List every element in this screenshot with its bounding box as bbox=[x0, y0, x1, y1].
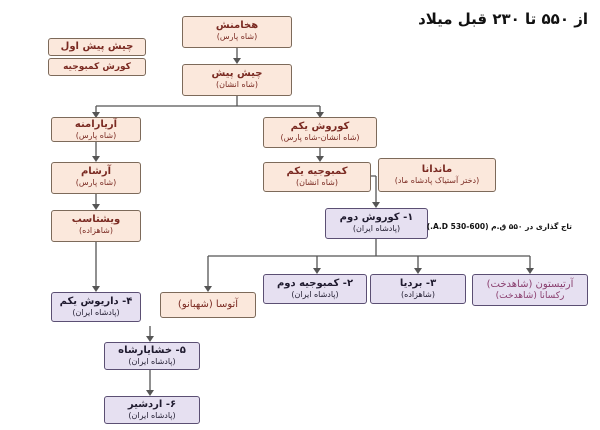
node-achaemenes-name: هخامنش bbox=[215, 20, 259, 31]
node-atossa: آتوسا (شهبانو) bbox=[160, 292, 256, 318]
crowning-note: تاج گذاری در ۵۵۰ ق.م (600-530 A.D.) bbox=[426, 222, 572, 231]
node-cambyses-first: کمبوجیه یکم (شاه انشان) bbox=[263, 162, 371, 192]
node-arsames-role: (شاه پارس) bbox=[75, 178, 117, 187]
node-hystaspes-role: (شاهزاده) bbox=[79, 226, 113, 235]
node-bardiya-role: (شاهزاده) bbox=[401, 290, 435, 299]
node-cambyses-second: ۲- کمبوجیه دوم (پادشاه ایران) bbox=[263, 274, 367, 304]
node-cyrus-first-role: (شاه انشان-شاه پارس) bbox=[280, 133, 360, 142]
node-cyrus-first-name: کوروش یکم bbox=[290, 121, 350, 132]
node-hystaspes: ویشتاسب (شاهزاده) bbox=[51, 210, 141, 242]
node-artystone-second: رکسانا (شاهدخت) bbox=[495, 291, 565, 301]
node-cambyses-first-name: کمبوجیه یکم bbox=[286, 166, 348, 177]
node-cyrus-cambyses: کورش کمبوجیه bbox=[48, 58, 146, 76]
node-teispes: چیش پیش (شاه انشان) bbox=[182, 64, 292, 96]
node-artystone: آرتیستون (شاهدخت) رکسانا (شاهدخت) bbox=[472, 274, 588, 306]
node-xerxes-role: (پادشاه ایران) bbox=[128, 357, 176, 366]
node-cyrus-first: کوروش یکم (شاه انشان-شاه پارس) bbox=[263, 117, 377, 148]
node-bardiya: ۳- بردیا (شاهزاده) bbox=[370, 274, 466, 304]
node-atossa-name: آتوسا (شهبانو) bbox=[177, 299, 239, 310]
node-cambyses-second-name: ۲- کمبوجیه دوم bbox=[276, 278, 354, 289]
node-darius-name: ۴- داریوش یکم bbox=[59, 296, 133, 307]
node-xerxes: ۵- خشایارشاه (پادشاه ایران) bbox=[104, 342, 200, 370]
node-mandana-role: (دختر آستیاک پادشاه ماد) bbox=[394, 176, 480, 185]
node-hystaspes-name: ویشتاسب bbox=[71, 214, 121, 225]
node-cyrus-the-great-role: (پادشاه ایران) bbox=[352, 224, 401, 233]
node-cambyses-second-role: (پادشاه ایران) bbox=[291, 290, 339, 299]
node-achaemenes: هخامنش (شاه پارس) bbox=[182, 16, 292, 48]
node-cyrus-the-great-name: ۱- کوروش دوم bbox=[339, 212, 414, 223]
node-darius: ۴- داریوش یکم (پادشاه ایران) bbox=[51, 292, 141, 322]
node-teispes-role: (شاه انشان) bbox=[215, 80, 258, 89]
node-mandana: ماندانا (دختر آستیاک پادشاه ماد) bbox=[378, 158, 496, 192]
chart-title: از ۵۵۰ تا ۲۳۰ قبل میلاد bbox=[418, 10, 588, 28]
node-arsames: آرشام (شاه پارس) bbox=[51, 162, 141, 194]
node-arsames-name: آرشام bbox=[80, 166, 112, 177]
node-teispes-name: چیش پیش bbox=[211, 68, 263, 79]
node-artaxerxes: ۶- اردشیر (پادشاه ایران) bbox=[104, 396, 200, 424]
node-mandana-name: ماندانا bbox=[421, 164, 453, 175]
node-xerxes-name: ۵- خشایارشاه bbox=[118, 345, 186, 356]
node-cyrus-the-great: ۱- کوروش دوم (پادشاه ایران) bbox=[325, 208, 428, 239]
node-achaemenes-role: (شاه پارس) bbox=[216, 32, 258, 41]
node-teispes-first-name: چیش پیش اول bbox=[60, 41, 134, 52]
node-darius-role: (پادشاه ایران) bbox=[72, 308, 120, 317]
node-ariaramnes-name: آریارامنه bbox=[74, 119, 118, 130]
node-ariaramnes: آریارامنه (شاه پارس) bbox=[51, 117, 141, 142]
node-cyrus-cambyses-name: کورش کمبوجیه bbox=[63, 62, 131, 72]
node-cambyses-first-role: (شاه انشان) bbox=[295, 178, 338, 187]
node-ariaramnes-role: (شاه پارس) bbox=[75, 131, 117, 140]
node-artaxerxes-name: ۶- اردشیر bbox=[127, 399, 177, 410]
node-artaxerxes-role: (پادشاه ایران) bbox=[128, 411, 176, 420]
node-teispes-first: چیش پیش اول bbox=[48, 38, 146, 56]
node-artystone-name: آرتیستون (شاهدخت) bbox=[486, 279, 574, 290]
node-bardiya-name: ۳- بردیا bbox=[399, 278, 437, 289]
